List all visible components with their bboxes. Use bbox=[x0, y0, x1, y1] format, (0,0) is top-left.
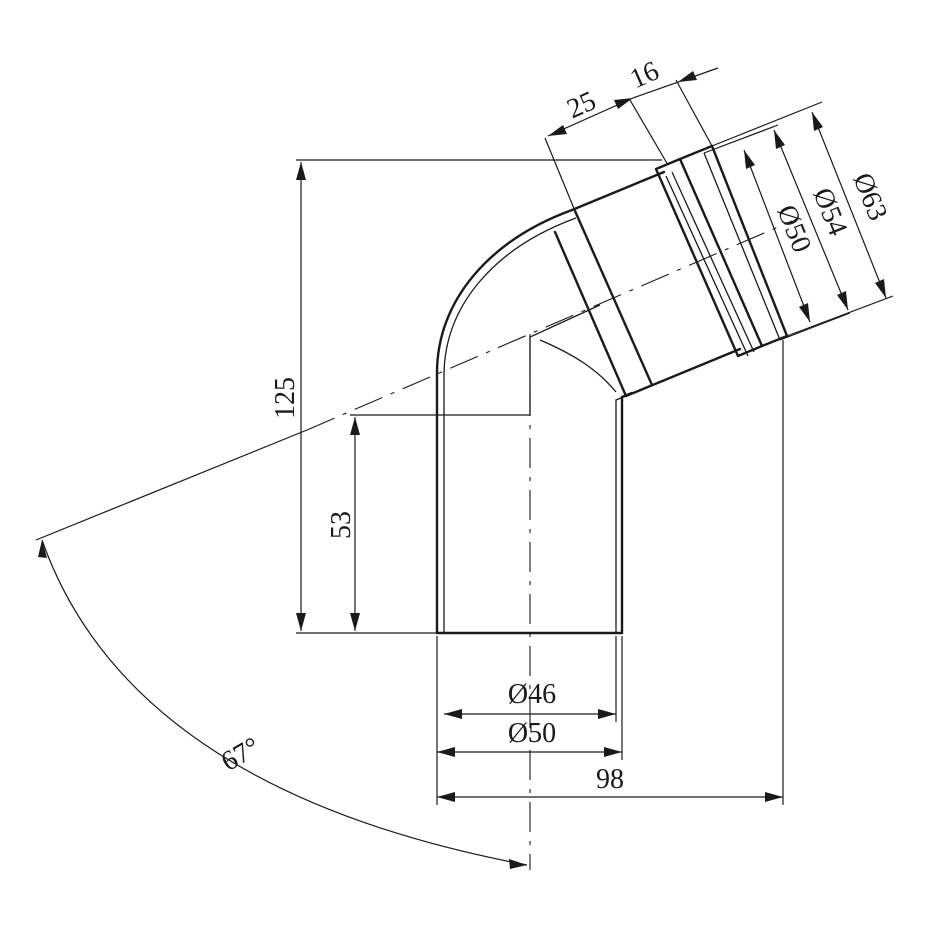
arrow-head-right bbox=[604, 747, 622, 757]
extension-line-63-bottom bbox=[786, 295, 894, 337]
dimension-total-height: 125 bbox=[270, 159, 662, 634]
arrow-head-63-bottom bbox=[875, 279, 886, 298]
socket-bottom-edge bbox=[624, 347, 742, 398]
label-angle: 67° bbox=[216, 731, 265, 777]
label-d50-bottom: Ø50 bbox=[508, 718, 556, 749]
dimension-line-63 bbox=[811, 111, 887, 299]
arrow-head-16 bbox=[678, 71, 697, 82]
label-d54: Ø54 bbox=[806, 184, 853, 240]
arrow-head-angle-start bbox=[38, 540, 47, 558]
socket-end-face bbox=[710, 144, 789, 338]
arrow-head-54-bottom bbox=[837, 291, 848, 310]
socket-inner-line bbox=[703, 152, 781, 341]
socket-top-edge bbox=[570, 170, 666, 212]
extension-line-63-top bbox=[711, 101, 823, 147]
label-d46: Ø46 bbox=[508, 679, 556, 710]
dimension-line-54 bbox=[773, 129, 849, 311]
center-lines bbox=[306, 220, 793, 870]
outer-right-wall bbox=[620, 391, 634, 635]
arrow-head-up bbox=[296, 162, 306, 180]
arrow-head-up bbox=[350, 417, 360, 435]
arrow-head-63-top bbox=[812, 112, 823, 131]
label-125: 125 bbox=[270, 377, 301, 419]
dimension-line-50-socket bbox=[743, 149, 811, 323]
arrow-head-50-top bbox=[744, 150, 755, 169]
arrow-head-54-top bbox=[774, 130, 785, 149]
arrow-head-right bbox=[614, 98, 633, 109]
extension-line-25-right bbox=[629, 99, 669, 166]
arrow-head-right bbox=[598, 709, 616, 719]
arrow-head-50-bottom bbox=[799, 303, 810, 322]
seal-ring-inner-line bbox=[665, 175, 749, 357]
arrow-head-left bbox=[444, 709, 462, 719]
label-98: 98 bbox=[596, 764, 624, 795]
dimension-bottom: Ø46 Ø50 98 bbox=[436, 340, 784, 805]
extension-line-54-top bbox=[703, 124, 779, 154]
seal-ring-inner-line-2 bbox=[671, 171, 755, 353]
arrow-head-down bbox=[296, 613, 306, 631]
inner-right-wall bbox=[615, 395, 627, 633]
arrow-head-down bbox=[350, 613, 360, 631]
inclined-axis bbox=[306, 220, 793, 431]
arrow-head-right bbox=[765, 792, 783, 802]
label-53: 53 bbox=[326, 511, 357, 539]
arrow-head-left bbox=[437, 747, 455, 757]
arrow-head-angle-end bbox=[509, 859, 527, 869]
socket-bottom-rim bbox=[760, 334, 789, 348]
arrow-head-left bbox=[548, 125, 567, 136]
dimension-straight-length: 53 bbox=[326, 414, 444, 631]
label-d50-socket: Ø50 bbox=[770, 201, 817, 257]
outer-left-wall bbox=[435, 208, 574, 635]
internal-intersection bbox=[444, 304, 601, 416]
angle-extension-line bbox=[35, 429, 308, 541]
socket-start-edge bbox=[553, 230, 628, 398]
socket-top-rim bbox=[678, 144, 714, 161]
angle-arc bbox=[41, 539, 528, 866]
socket-collar-edge bbox=[573, 209, 654, 387]
extension-line-25-left bbox=[544, 137, 576, 212]
extension-line-54-bottom bbox=[779, 312, 851, 341]
dimension-angle: 67° bbox=[35, 429, 528, 869]
dimension-line-16 bbox=[632, 67, 719, 99]
arrow-head-left bbox=[437, 792, 455, 802]
elbow-body bbox=[435, 144, 789, 635]
extension-line-16-right bbox=[675, 79, 713, 147]
internal-curve bbox=[539, 339, 617, 393]
label-25: 25 bbox=[562, 85, 600, 125]
inner-left-wall bbox=[443, 217, 577, 633]
